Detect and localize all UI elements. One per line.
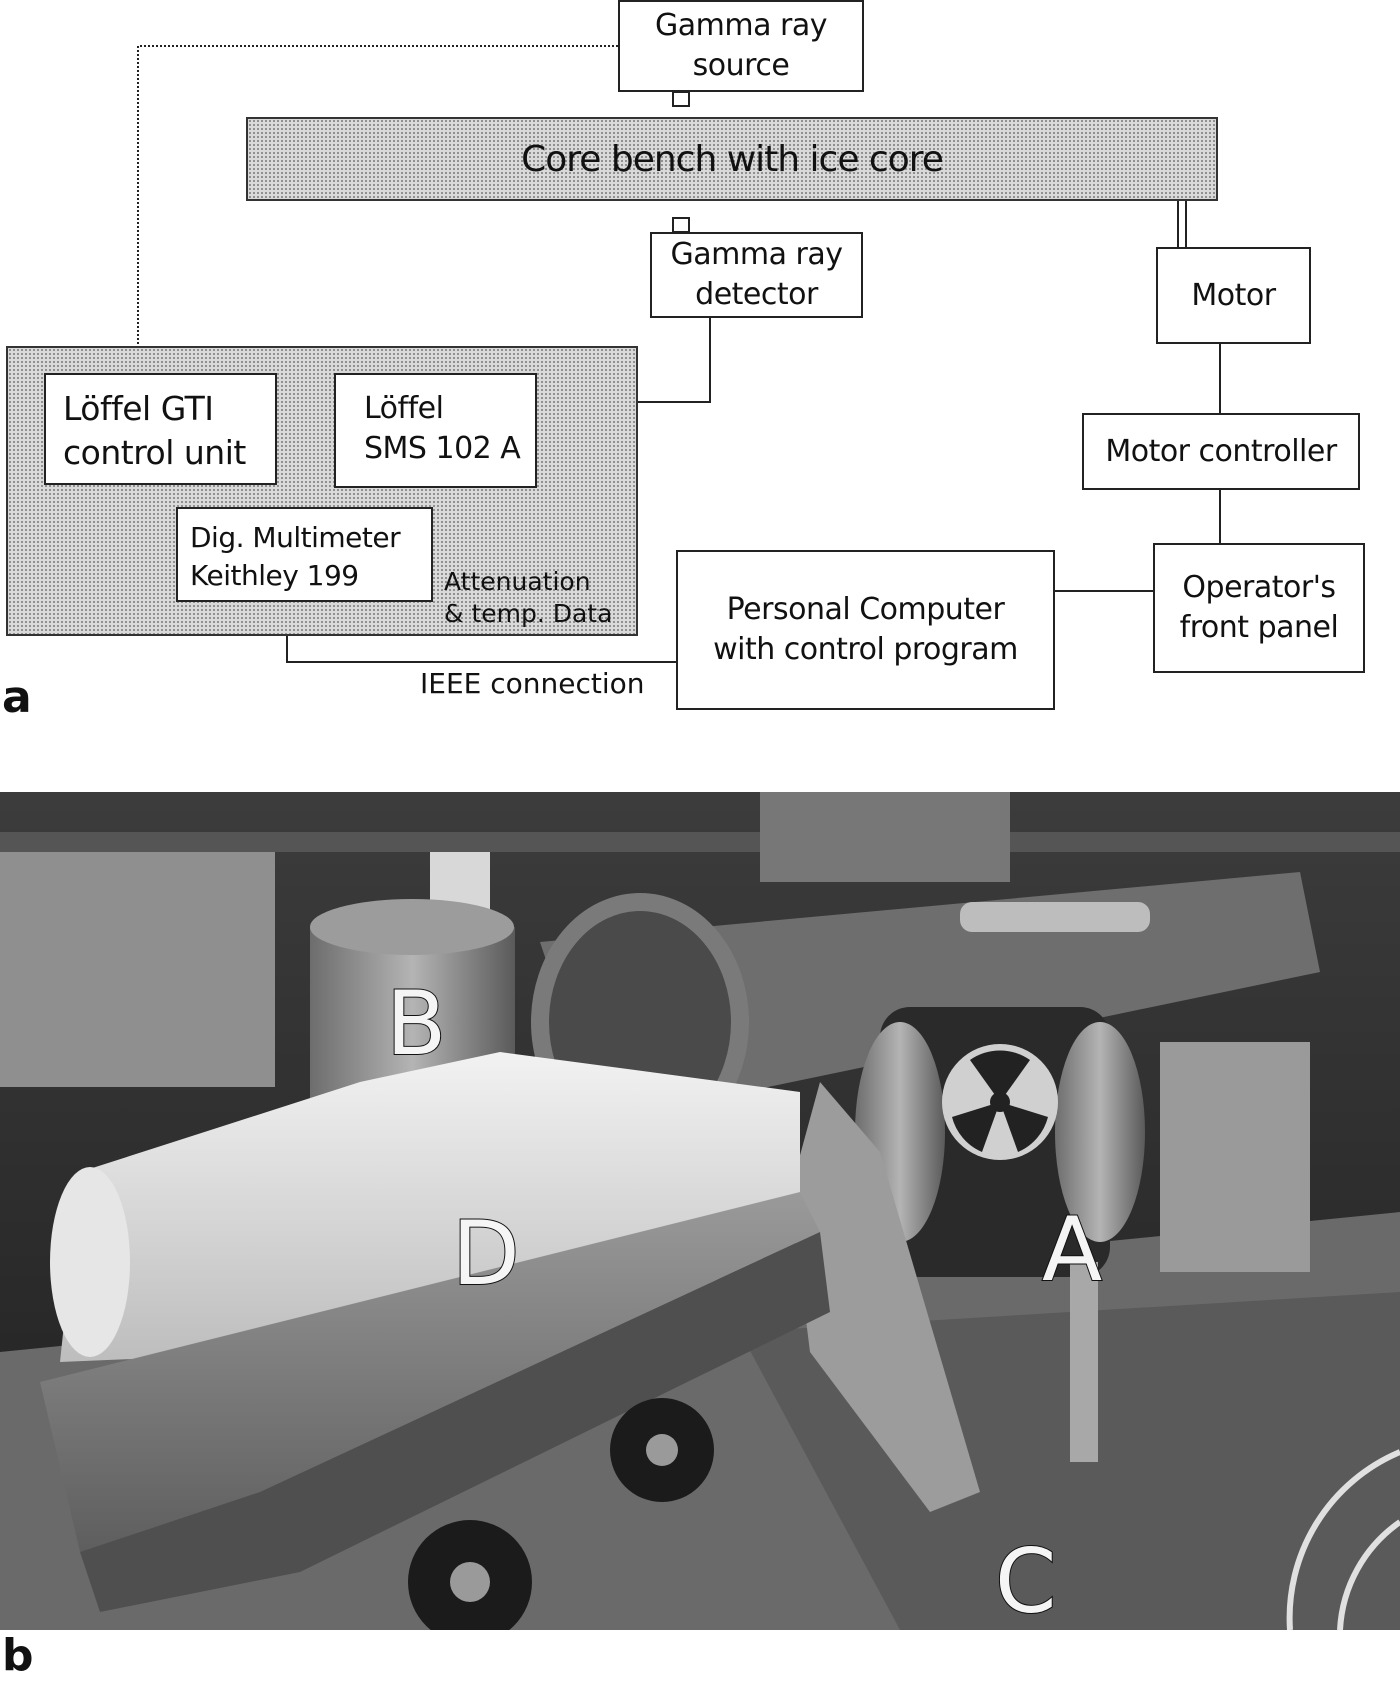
motor-assembly	[1160, 1042, 1310, 1272]
photo-illustration: B A D C	[0, 792, 1400, 1644]
source-nub	[672, 91, 690, 107]
ice-core-d	[60, 1052, 800, 1362]
operators-front-panel-box: Operator's front panel	[1153, 543, 1365, 673]
panel-b-letter: b	[2, 1630, 34, 1681]
support-leg	[1070, 1262, 1098, 1462]
support-bracket	[790, 1082, 980, 1512]
background-equipment	[760, 792, 1010, 882]
motor-controller-box: Motor controller	[1082, 413, 1360, 490]
personal-computer-box: Personal Computer with control program	[676, 550, 1055, 710]
photo-label-b: B	[386, 972, 446, 1075]
source-handle	[960, 902, 1150, 932]
cable-loop	[1286, 1449, 1400, 1631]
gamma-ray-detector-box: Gamma ray detector	[650, 232, 863, 318]
apparatus-photo: B A D C	[0, 792, 1400, 1644]
background-shelf	[0, 832, 1400, 852]
loffel-gti-control-unit-box: Löffel GTI control unit	[44, 373, 277, 485]
ieee-connection-label: IEEE connection	[420, 667, 645, 700]
photo-label-a: A	[1042, 1198, 1102, 1301]
source-flange-right	[1055, 1022, 1145, 1242]
ice-core-end	[50, 1167, 130, 1357]
core-tray	[40, 1192, 820, 1552]
core-bench-box: Core bench with ice core	[246, 117, 1218, 201]
photo-label-d: D	[452, 1202, 520, 1305]
attenuation-temp-label: Attenuation & temp. Data	[444, 567, 613, 628]
loffel-sms-102a-box: Löffel SMS 102 A	[334, 373, 537, 488]
wire-source-to-gti	[137, 45, 618, 345]
core-tray-side	[80, 1232, 830, 1612]
multimeter-box: Dig. Multimeter Keithley 199	[176, 507, 433, 602]
detector-cylinder-top	[310, 899, 514, 955]
photo-label-c: C	[995, 1530, 1056, 1630]
panel-a-letter: a	[2, 672, 32, 723]
gamma-ray-source-box: Gamma ray source	[618, 0, 864, 92]
detector-nub	[672, 217, 690, 233]
background-cabinet	[0, 847, 275, 1087]
block-diagram: Gamma ray source Core bench with ice cor…	[0, 0, 1400, 740]
motor-box: Motor	[1156, 247, 1311, 344]
